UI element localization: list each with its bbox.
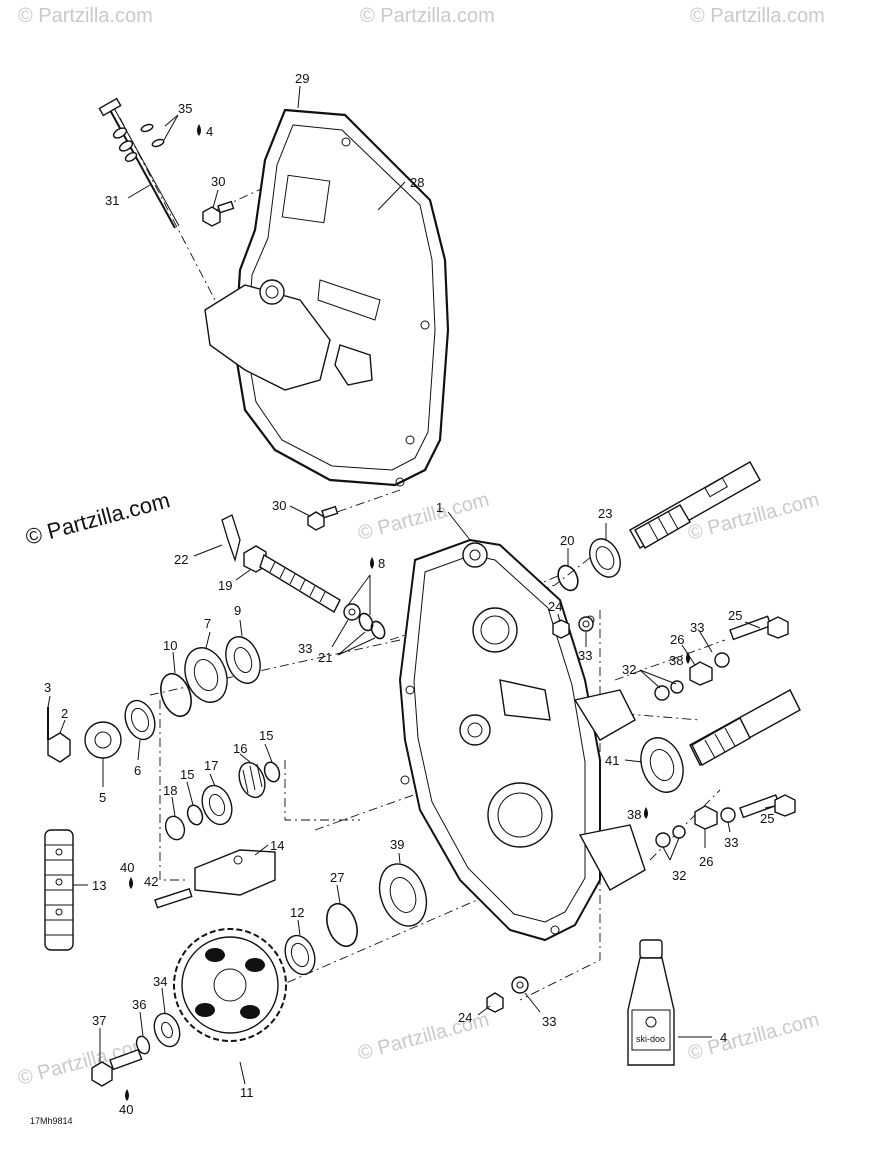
label-4: 4 [720, 1030, 727, 1045]
label-2: 2 [61, 706, 68, 721]
part-labels: 29 28 35 4 31 30 30 1 20 23 22 19 8 33 2… [44, 71, 774, 1117]
watermark: © Partzilla.com [356, 489, 492, 545]
lower-bearing-stack [284, 863, 428, 976]
label-24: 24 [548, 599, 562, 614]
droplet-icon [125, 1089, 129, 1101]
sprocket-fasteners [91, 1012, 181, 1087]
chain-13 [44, 829, 74, 951]
label-7: 7 [204, 616, 211, 631]
label-13: 13 [92, 878, 106, 893]
watermark-layer: © Partzilla.com © Partzilla.com © Partzi… [16, 5, 825, 1090]
label-30: 30 [211, 174, 225, 189]
droplet-icon [370, 557, 374, 569]
watermark: © Partzilla.com [18, 5, 153, 27]
label-28: 28 [410, 175, 424, 190]
label-19: 19 [218, 578, 232, 593]
droplet-icon [686, 652, 690, 664]
label-23: 23 [598, 506, 612, 521]
oil-bottle-4: ski-doo [627, 939, 675, 1066]
label-40: 40 [119, 1102, 133, 1117]
label-29: 29 [295, 71, 309, 86]
label-31: 31 [105, 193, 119, 208]
label-34: 34 [153, 974, 167, 989]
droplet-icon [197, 124, 201, 136]
label-17: 17 [204, 758, 218, 773]
bearing-23 [589, 538, 621, 578]
label-4: 4 [206, 124, 213, 139]
upper-sprocket-stack [47, 636, 261, 763]
label-41: 41 [605, 753, 619, 768]
nut-washer-bottom [486, 976, 529, 1013]
callout-lines [47, 85, 776, 1085]
drive-axle-lower [689, 689, 801, 766]
label-33: 33 [578, 648, 592, 663]
label-14: 14 [270, 838, 284, 853]
cover-bolt [202, 200, 235, 227]
label-26: 26 [699, 854, 713, 869]
diagram-code: 17Mh9814 [30, 1116, 73, 1126]
label-25: 25 [760, 811, 774, 826]
watermark: © Partzilla.com [360, 5, 495, 27]
label-20: 20 [560, 533, 574, 548]
label-1: 1 [436, 500, 443, 515]
droplet-icon [644, 807, 648, 819]
chaincase-cover [204, 108, 450, 487]
label-38: 38 [627, 807, 641, 822]
bolt-stack-lower [655, 794, 796, 848]
label-6: 6 [134, 763, 141, 778]
label-32: 32 [622, 662, 636, 677]
cover-bolt-lower [307, 505, 339, 531]
label-21: 21 [318, 650, 332, 665]
label-33: 33 [724, 835, 738, 850]
sprocket-11 [173, 928, 287, 1042]
lube-markers [125, 124, 690, 1101]
label-40: 40 [120, 860, 134, 875]
label-35: 35 [178, 101, 192, 116]
watermark-main: © Partzilla.com [23, 487, 173, 550]
label-39: 39 [390, 837, 404, 852]
tensioner-parts [154, 761, 281, 909]
label-9: 9 [234, 603, 241, 618]
dipstick [98, 97, 180, 229]
label-3: 3 [44, 680, 51, 695]
label-27: 27 [330, 870, 344, 885]
nut-washer-top [552, 616, 594, 639]
droplet-icon [129, 877, 133, 889]
label-18: 18 [163, 783, 177, 798]
label-26: 26 [670, 632, 684, 647]
label-15: 15 [259, 728, 273, 743]
label-24: 24 [458, 1010, 472, 1025]
label-11: 11 [240, 1085, 254, 1100]
o-ring-20 [557, 564, 579, 592]
label-5: 5 [99, 790, 106, 805]
label-38: 38 [669, 653, 683, 668]
label-32: 32 [672, 868, 686, 883]
label-16: 16 [233, 741, 247, 756]
label-10: 10 [163, 638, 177, 653]
bolt-stack-upper [654, 615, 789, 701]
bottle-label: ski-doo [636, 1034, 665, 1044]
drive-axle-upper [629, 461, 761, 549]
label-42: 42 [144, 874, 158, 889]
tensioner-bolt-19 [221, 514, 386, 640]
label-37: 37 [92, 1013, 106, 1028]
label-30: 30 [272, 498, 286, 513]
label-8: 8 [378, 556, 385, 571]
label-22: 22 [174, 552, 188, 567]
label-33: 33 [298, 641, 312, 656]
label-12: 12 [290, 905, 304, 920]
label-25: 25 [728, 608, 742, 623]
label-33: 33 [542, 1014, 556, 1029]
seal-41 [640, 737, 684, 793]
label-36: 36 [132, 997, 146, 1012]
label-33: 33 [690, 620, 704, 635]
watermark: © Partzilla.com [690, 5, 825, 27]
label-15: 15 [180, 767, 194, 782]
chaincase-housing [398, 538, 646, 942]
